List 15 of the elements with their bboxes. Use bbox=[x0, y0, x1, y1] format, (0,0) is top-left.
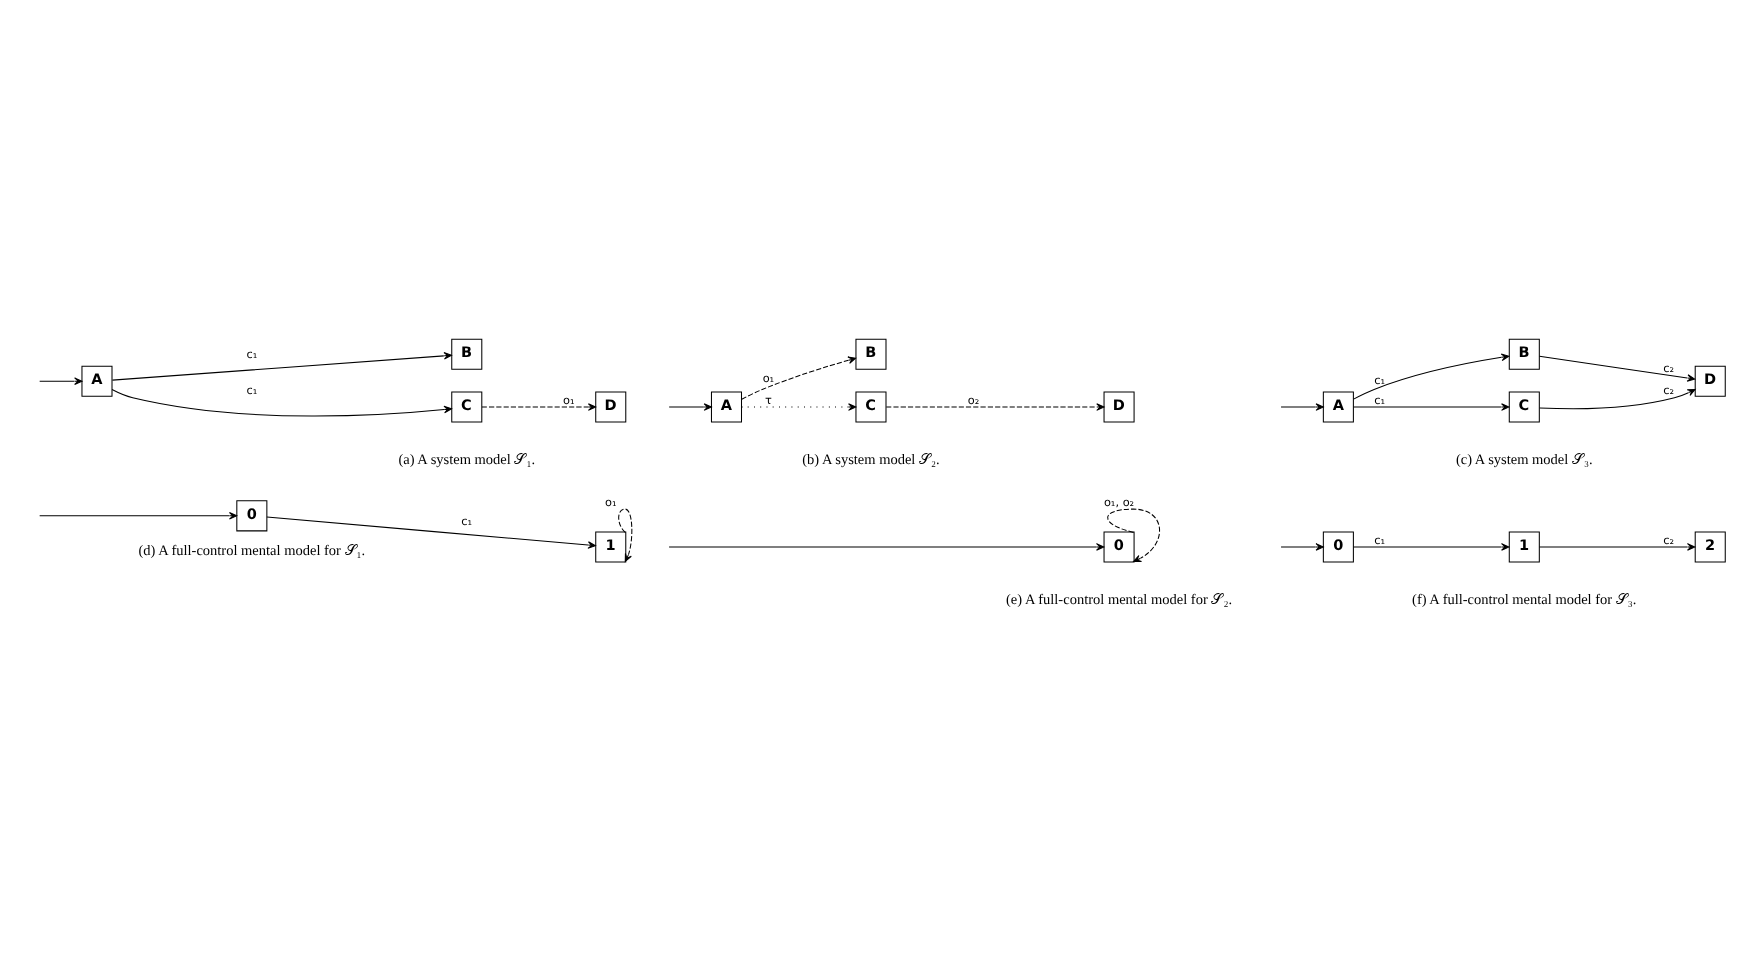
arrow bbox=[1353, 403, 1510, 411]
arrow bbox=[618, 508, 633, 562]
arrow bbox=[266, 516, 596, 549]
arrow bbox=[1353, 543, 1510, 551]
arrow bbox=[885, 403, 1105, 411]
arrow bbox=[111, 389, 453, 417]
arrow bbox=[1538, 355, 1696, 382]
arrow bbox=[1107, 508, 1160, 562]
arrow bbox=[1539, 388, 1696, 410]
arrow bbox=[111, 352, 452, 381]
arrow bbox=[741, 403, 857, 411]
arrow bbox=[481, 403, 597, 411]
arrow bbox=[1353, 353, 1510, 400]
arrow bbox=[1538, 543, 1696, 551]
arrow bbox=[741, 356, 857, 400]
